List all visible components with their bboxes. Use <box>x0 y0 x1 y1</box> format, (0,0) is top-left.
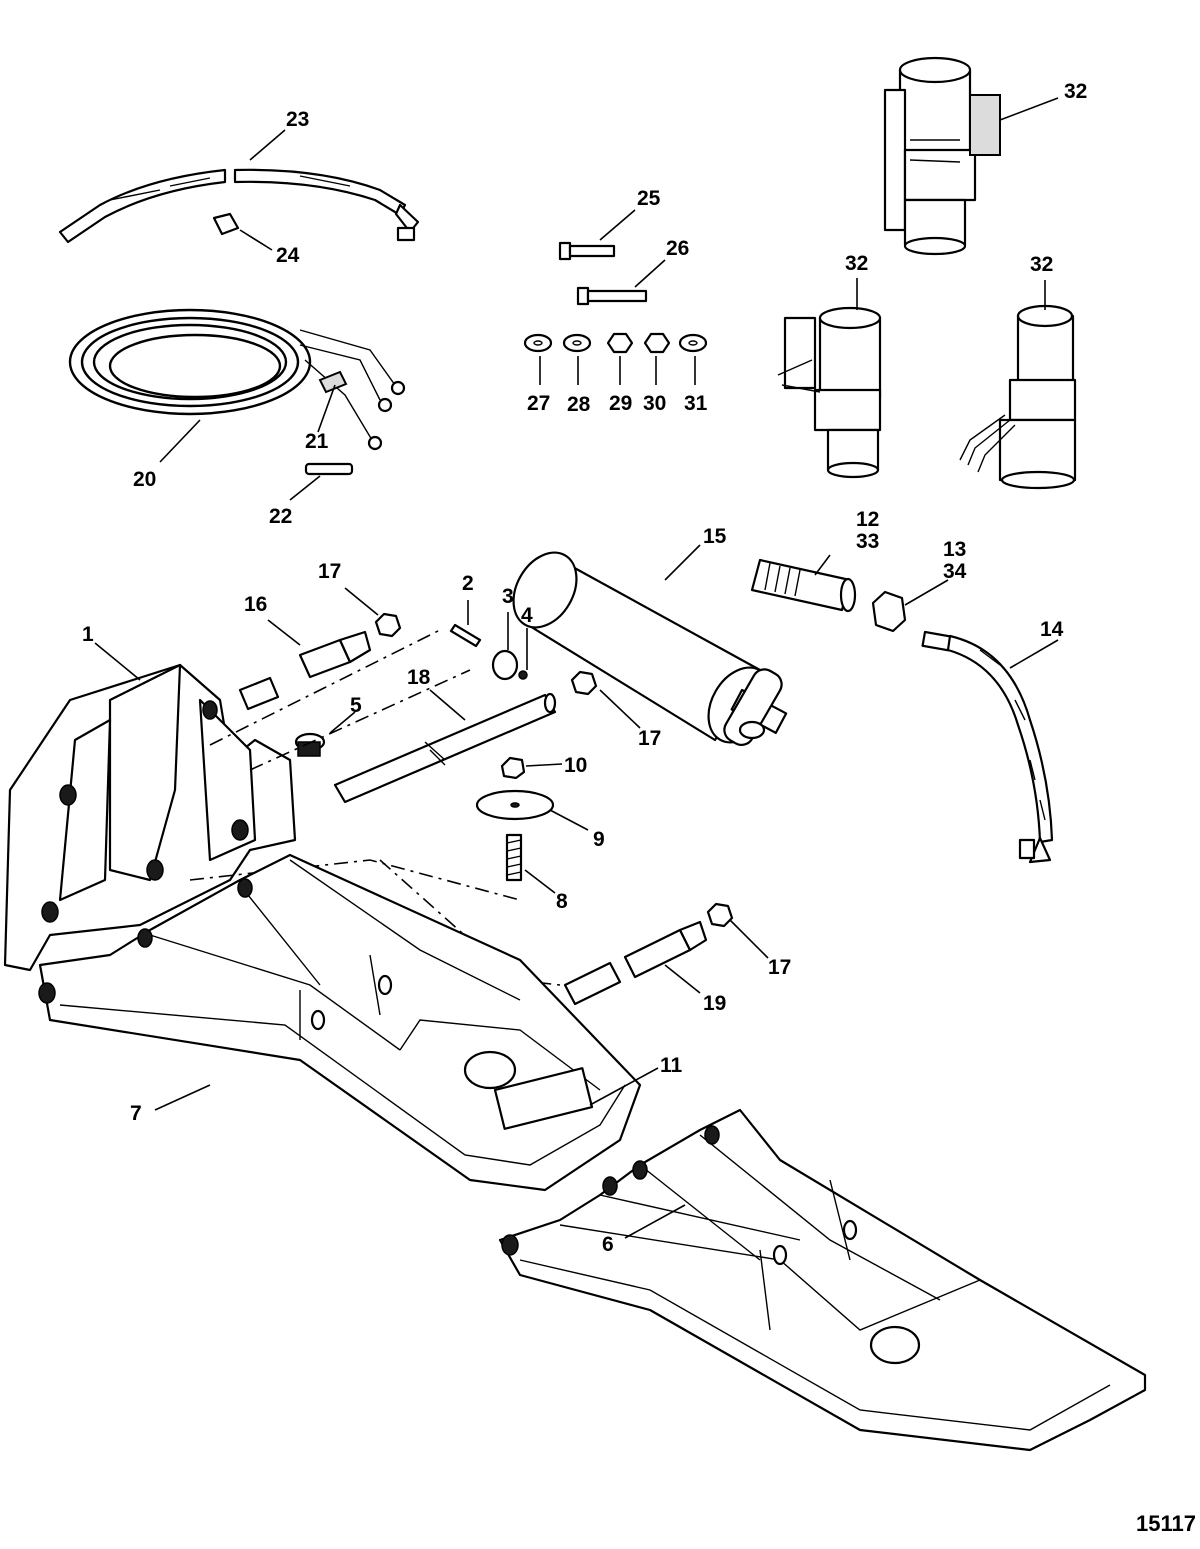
leader-lines <box>94 97 1059 1239</box>
callout-5: 5 <box>350 694 362 717</box>
nut-29 <box>606 332 634 354</box>
callout-16: 16 <box>244 593 267 616</box>
stud-12-33 <box>750 558 857 613</box>
callout-34: 34 <box>943 560 967 583</box>
bolt-26 <box>576 286 648 306</box>
callout-24: 24 <box>276 244 300 267</box>
bolt-25 <box>558 241 616 261</box>
callout-11: 11 <box>660 1054 683 1077</box>
pivot-shaft-18 <box>333 692 557 804</box>
callout-29: 29 <box>609 392 632 415</box>
callout-19: 19 <box>703 992 726 1015</box>
callout-1: 1 <box>82 623 94 646</box>
pump-motor-32-middle <box>777 306 882 479</box>
callout-32-right: 32 <box>1030 253 1053 276</box>
callout-23: 23 <box>286 108 309 131</box>
nut-17-middle <box>570 670 598 696</box>
nut-13-34 <box>871 590 907 633</box>
nut-30 <box>643 332 671 354</box>
screw-2 <box>449 623 482 648</box>
trim-cylinder-15 <box>512 551 788 746</box>
nut-17-top <box>374 612 402 638</box>
callout-4: 4 <box>521 604 533 627</box>
callout-22: 22 <box>269 505 292 528</box>
callout-12: 12 <box>856 508 879 531</box>
callout-13: 13 <box>943 538 966 561</box>
fuse-connector-22 <box>304 462 354 476</box>
callout-27: 27 <box>527 392 550 415</box>
transom-bracket-1 <box>3 663 297 972</box>
callout-9: 9 <box>593 828 605 851</box>
callout-6: 6 <box>602 1233 614 1256</box>
figure-number: 15117 <box>1136 1511 1196 1536</box>
callout-8: 8 <box>556 890 568 913</box>
callout-2: 2 <box>462 572 474 595</box>
pump-motor-32-top <box>883 56 1001 256</box>
callout-10: 10 <box>564 754 587 777</box>
callout-32-top: 32 <box>1064 80 1087 103</box>
plug-5 <box>294 732 326 757</box>
trim-tab-6 <box>498 1108 1147 1452</box>
callout-21: 21 <box>305 430 329 453</box>
callout-17-lower: 17 <box>768 956 791 979</box>
callout-labels: 23 24 25 26 27 28 29 30 31 32 32 32 20 2… <box>82 80 1087 1256</box>
callout-3: 3 <box>502 585 514 608</box>
callout-17-middle: 17 <box>638 727 661 750</box>
callout-32-middle: 32 <box>845 252 868 275</box>
callout-7: 7 <box>130 1102 142 1125</box>
callout-14: 14 <box>1040 618 1064 641</box>
pin-16 <box>238 630 372 711</box>
callout-20: 20 <box>133 468 156 491</box>
pin-19 <box>563 920 708 1006</box>
washer-31 <box>678 333 708 353</box>
spring-8 <box>505 833 523 882</box>
hydraulic-hose-23 <box>58 168 420 244</box>
callout-18: 18 <box>407 666 431 689</box>
wire-harness-20 <box>68 308 406 451</box>
callout-26: 26 <box>666 237 689 260</box>
callout-28: 28 <box>567 393 591 416</box>
washer-3 <box>491 649 519 681</box>
callout-15: 15 <box>703 525 727 548</box>
trim-tab-7 <box>38 853 642 1192</box>
callout-30: 30 <box>643 392 666 415</box>
fitting-24 <box>212 212 240 236</box>
washer-27 <box>523 333 553 353</box>
nut-17-lower <box>706 902 734 928</box>
nut-4 <box>518 670 528 680</box>
callout-33: 33 <box>856 530 879 553</box>
callout-25: 25 <box>637 187 661 210</box>
nut-10 <box>500 756 526 780</box>
callout-17-top: 17 <box>318 560 341 583</box>
pump-motor-32-right <box>959 304 1077 490</box>
damper-9 <box>475 789 555 821</box>
washer-28 <box>562 333 592 353</box>
hydraulic-hose-14 <box>921 630 1054 864</box>
callout-31: 31 <box>684 392 708 415</box>
